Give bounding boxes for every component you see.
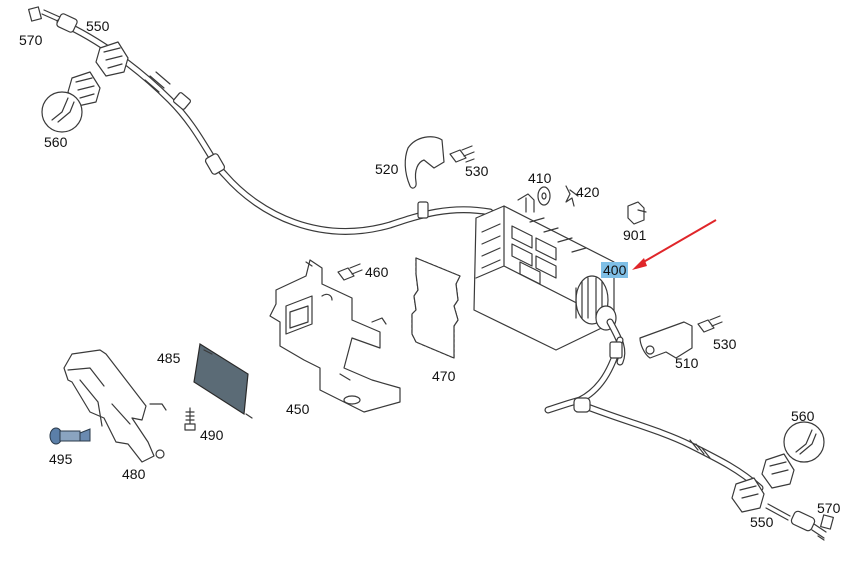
top-fitting-group — [28, 6, 129, 133]
label-410: 410 — [528, 170, 552, 186]
label-510: 510 — [675, 355, 699, 371]
bottom-fitting-group — [731, 421, 834, 541]
screw-460 — [337, 263, 363, 281]
bracket-480 — [63, 349, 167, 463]
washer-410 — [537, 186, 551, 206]
label-470: 470 — [432, 368, 456, 384]
pad-485 — [193, 343, 253, 419]
label-490: 490 — [200, 427, 224, 443]
label-495: 495 — [49, 451, 73, 467]
label-450: 450 — [286, 401, 310, 417]
clip-420 — [565, 185, 579, 207]
label-530-right: 530 — [713, 336, 737, 352]
highlight-arrow — [632, 219, 717, 270]
actuator-400 — [473, 193, 626, 366]
label-400[interactable]: 400 — [601, 262, 629, 278]
label-570-bottom: 570 — [817, 500, 841, 516]
part-901 — [627, 201, 647, 225]
screw-530-top — [449, 145, 475, 163]
label-420: 420 — [576, 184, 600, 200]
label-560-bottom: 560 — [791, 408, 815, 424]
bracket-510 — [639, 321, 693, 359]
label-901: 901 — [623, 227, 647, 243]
screw-490 — [184, 407, 196, 431]
lower-cable — [544, 336, 764, 492]
bracket-450 — [269, 259, 401, 413]
label-550-top: 550 — [86, 18, 110, 34]
cover-470 — [411, 257, 461, 359]
label-530-top: 530 — [465, 163, 489, 179]
upper-cable — [56, 18, 494, 235]
bracket-520 — [404, 136, 445, 189]
bolt-495 — [49, 427, 91, 445]
label-520: 520 — [375, 161, 399, 177]
label-550-bottom: 550 — [750, 514, 774, 530]
screw-530-right — [697, 315, 723, 333]
label-485: 485 — [157, 350, 181, 366]
label-570-top: 570 — [19, 32, 43, 48]
label-560-top: 560 — [44, 134, 68, 150]
label-480: 480 — [122, 466, 146, 482]
label-460: 460 — [365, 264, 389, 280]
